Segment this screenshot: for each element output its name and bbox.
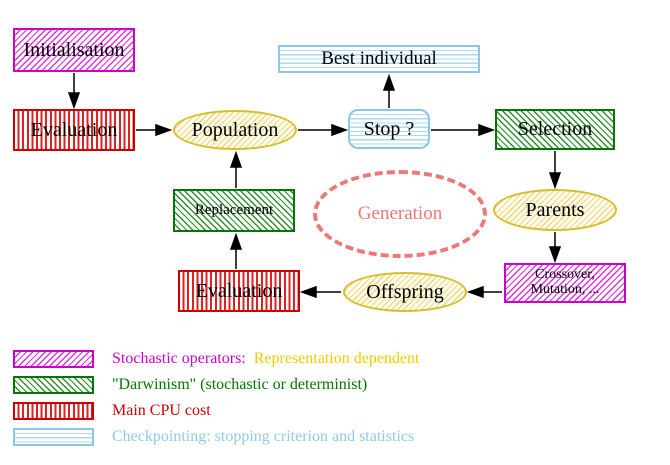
legend: Stochastic operators: Representation depe… <box>13 350 419 454</box>
arrow-evaluation-to-population <box>136 123 173 137</box>
legend-swatch-green-hatch <box>13 376 94 394</box>
node-stop-condition: Stop ? <box>348 109 430 149</box>
node-generation-label: Generation <box>357 203 443 225</box>
legend-item-darwinism: "Darwinism" (stochastic or determinist) <box>13 376 419 394</box>
node-parents: Parents <box>493 189 617 231</box>
legend-text-checkpointing: Checkpointing: stopping criterion and st… <box>112 428 414 446</box>
arrow-selection-to-parents <box>548 151 562 190</box>
node-initialisation-label: Initialisation <box>23 38 125 61</box>
legend-swatch-magenta-hatch <box>13 350 94 368</box>
node-offspring: Offspring <box>343 272 467 312</box>
arrow-crossover-to-offspring <box>466 285 502 299</box>
arrow-initialisation-to-evaluation <box>67 73 81 110</box>
node-evaluation-top-label: Evaluation <box>30 118 118 141</box>
node-initialisation: Initialisation <box>13 28 135 72</box>
legend-item-stochastic-operators: Stochastic operators: Representation depe… <box>13 350 419 368</box>
node-crossover-line1: Crossover, <box>535 267 595 283</box>
node-selection: Selection <box>495 109 615 150</box>
arrow-parents-to-crossover <box>548 232 562 264</box>
legend-label-checkpointing: Checkpointing: stopping criterion and st… <box>112 428 415 445</box>
node-population: Population <box>173 110 297 150</box>
node-crossover-mutation: Crossover, Mutation, ... <box>504 263 626 303</box>
node-best-individual: Best individual <box>278 45 480 73</box>
legend-label-darwinism: "Darwinism" (stochastic or determinist) <box>112 376 368 393</box>
arrow-replacement-to-population <box>229 150 243 188</box>
node-evaluation-top: Evaluation <box>13 109 135 151</box>
legend-swatch-cyan-stripes <box>13 428 94 446</box>
legend-label-stochastic-operators: Stochastic operators: <box>112 350 246 367</box>
node-offspring-label: Offspring <box>366 280 444 303</box>
legend-label-main-cpu-cost: Main CPU cost <box>112 402 211 419</box>
node-parents-label: Parents <box>525 198 585 221</box>
node-selection-label: Selection <box>517 118 593 140</box>
legend-text-main-cpu-cost: Main CPU cost <box>112 402 211 420</box>
legend-swatch-red-stripes <box>13 402 94 420</box>
legend-label-representation-dependent: Representation dependent <box>253 350 420 367</box>
arrow-offspring-to-evaluation <box>299 285 341 299</box>
node-evaluation-bottom: Evaluation <box>178 270 300 312</box>
arrow-stop-to-best-individual <box>382 73 396 108</box>
legend-text-darwinism: "Darwinism" (stochastic or determinist) <box>112 376 367 394</box>
legend-item-checkpointing: Checkpointing: stopping criterion and st… <box>13 428 419 446</box>
node-best-individual-label: Best individual <box>321 48 437 70</box>
arrow-evaluation-to-replacement <box>229 232 243 269</box>
node-replacement-label: Replacement <box>194 201 274 218</box>
node-evaluation-bottom-label: Evaluation <box>195 279 283 302</box>
node-population-label: Population <box>191 118 279 141</box>
legend-text-stochastic-operators: Stochastic operators: Representation depe… <box>112 350 419 368</box>
node-generation-loop: Generation <box>313 170 487 258</box>
arrow-stop-to-selection <box>431 123 496 137</box>
arrow-population-to-stop <box>298 123 349 137</box>
node-replacement: Replacement <box>173 189 295 232</box>
node-crossover-line2: Mutation, ... <box>530 282 600 297</box>
legend-item-main-cpu-cost: Main CPU cost <box>13 402 419 420</box>
node-stop-label: Stop ? <box>363 117 415 140</box>
